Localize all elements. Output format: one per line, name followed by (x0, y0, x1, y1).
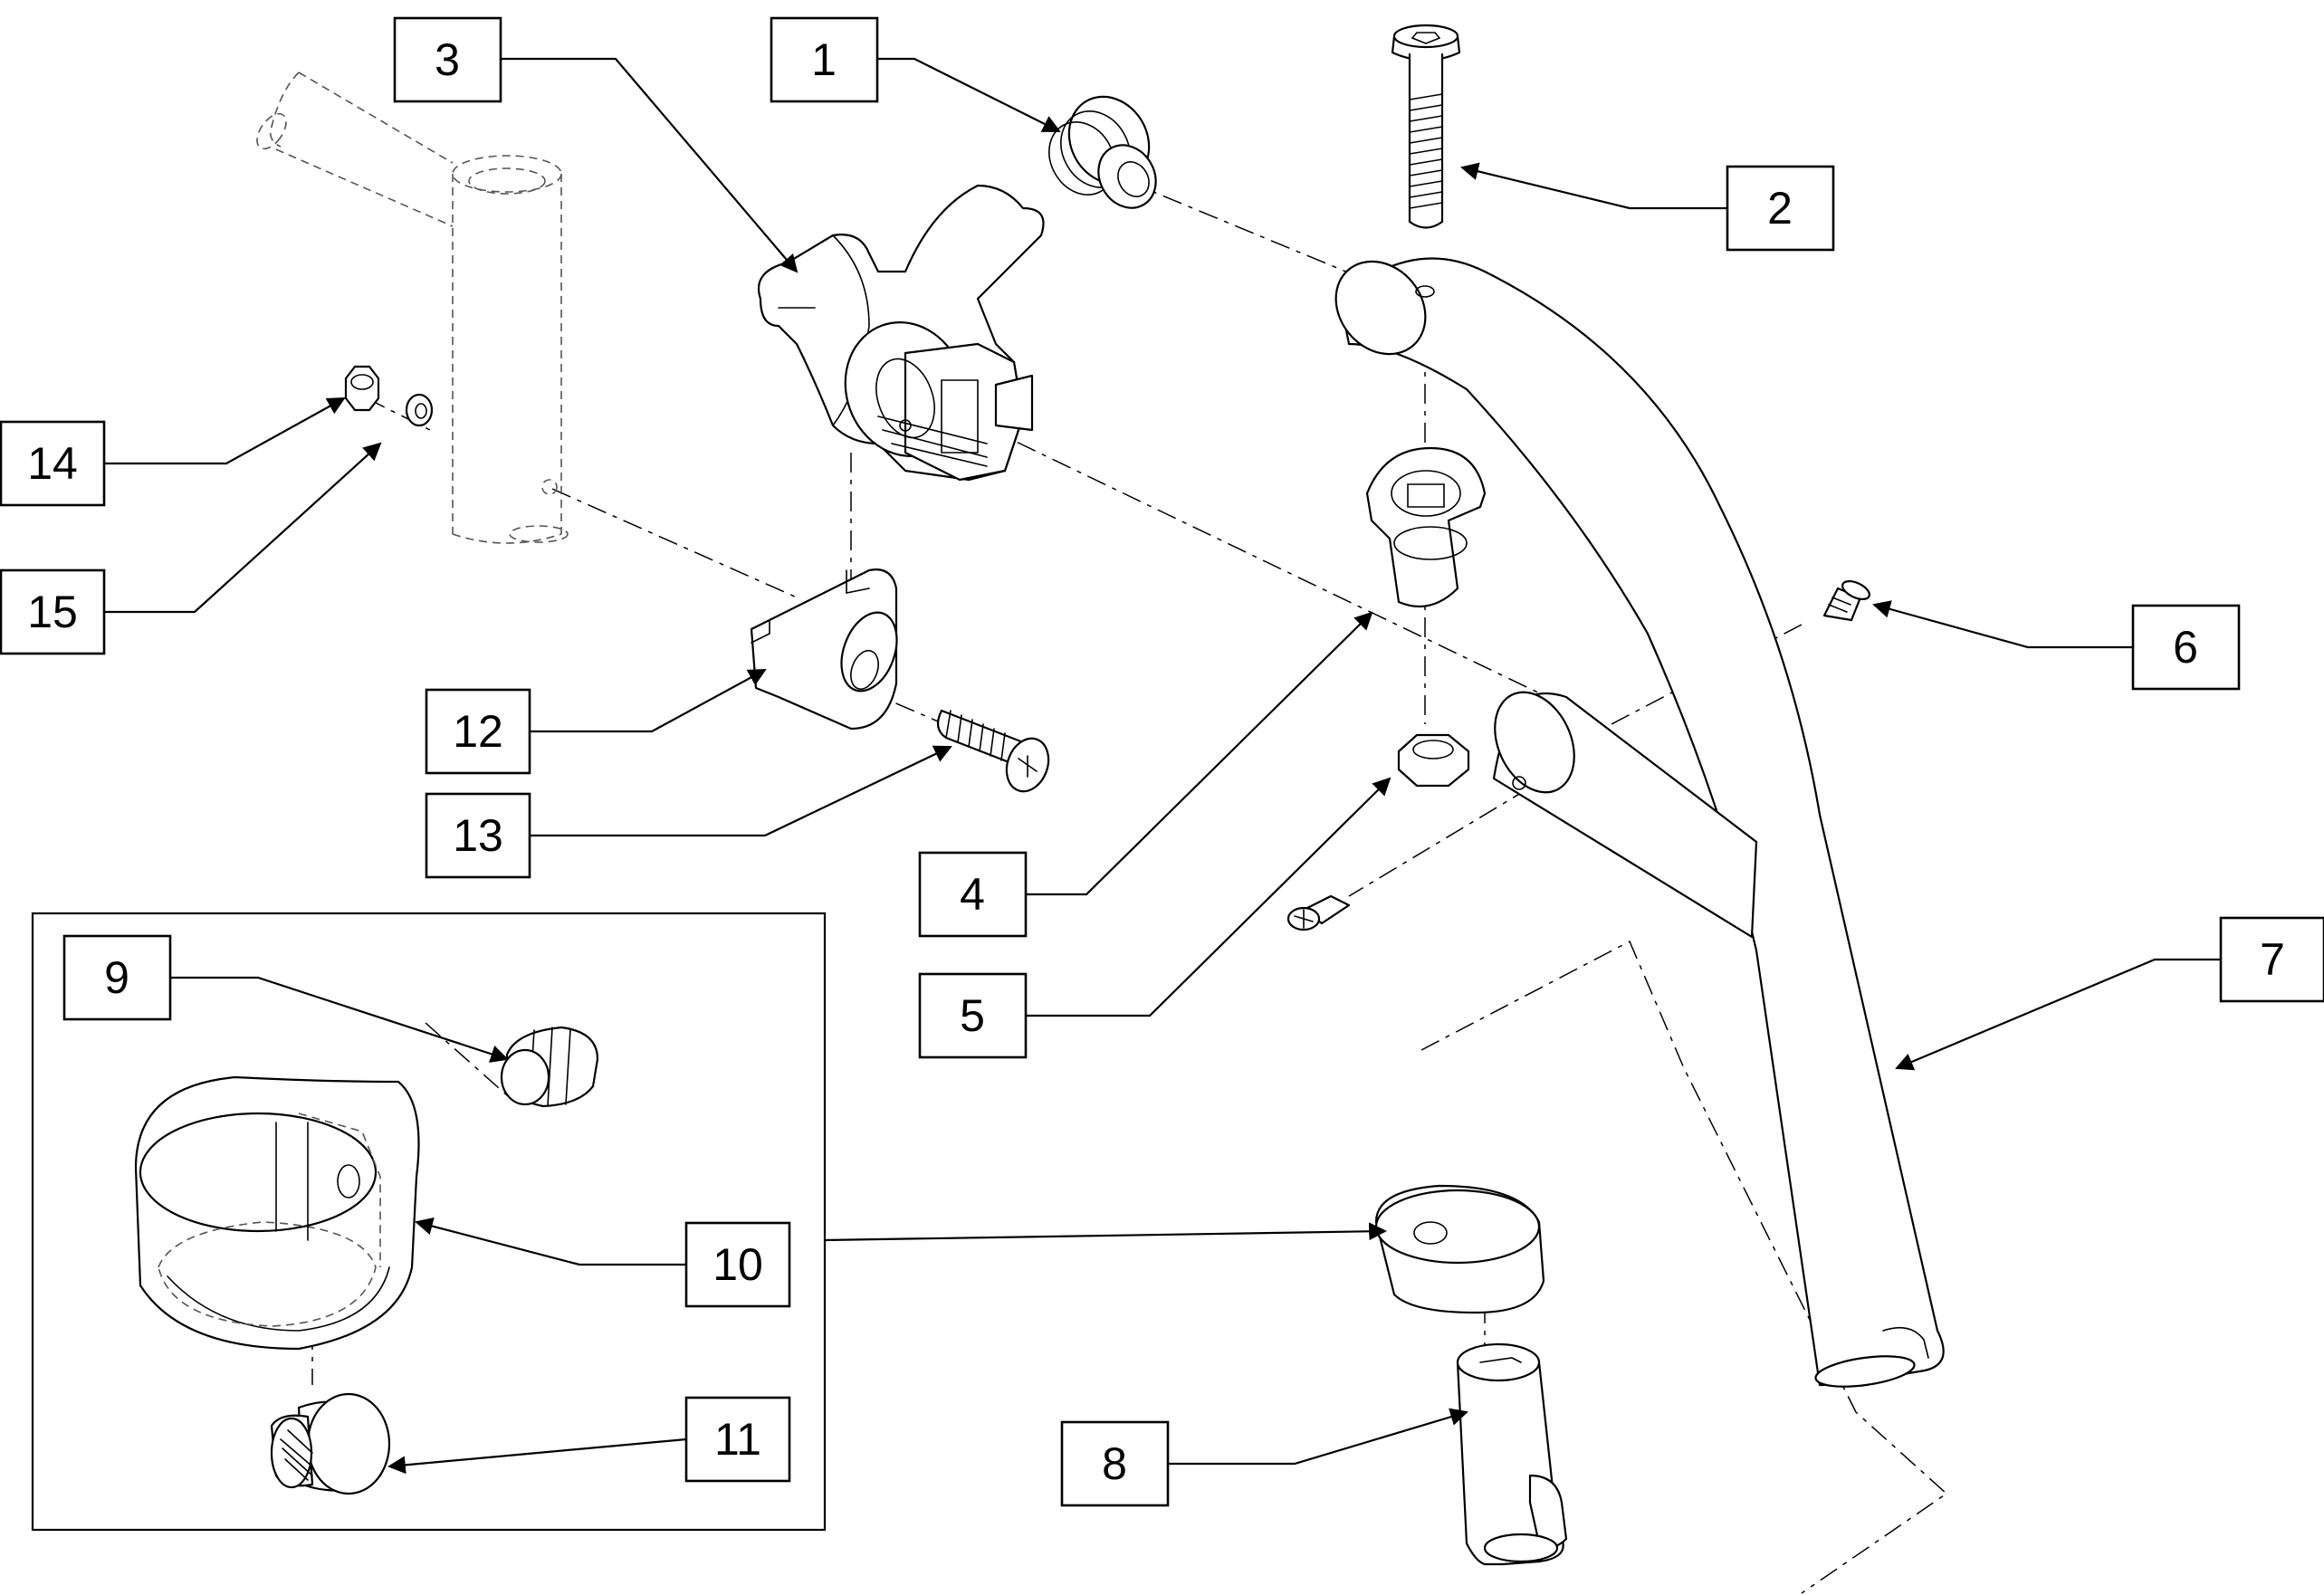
callout-label-3: 3 (435, 34, 460, 85)
cross-tube (1492, 691, 1758, 939)
bumper-part-9 (500, 1026, 599, 1108)
callout-label-14: 14 (27, 438, 78, 489)
leader-lines (104, 57, 2221, 1475)
cross-tube-screw (1286, 894, 1351, 931)
callout-2: 2 (1726, 165, 1835, 252)
callout-label-1: 1 (811, 34, 837, 85)
knob-part-11 (270, 1392, 391, 1495)
callout-12: 12 (425, 688, 531, 775)
callout-3: 3 (393, 16, 502, 103)
callout-label-11: 11 (714, 1414, 761, 1465)
callout-label-8: 8 (1102, 1438, 1127, 1489)
callout-label-5: 5 (960, 990, 985, 1041)
collar-right (1374, 1184, 1545, 1314)
nut-part-14 (344, 365, 380, 412)
lock-body-part-3 (757, 184, 1045, 482)
bolt-part-2 (1391, 24, 1461, 229)
collar-part-10 (134, 1075, 420, 1351)
callout-15: 15 (0, 568, 106, 655)
callout-label-4: 4 (960, 869, 985, 920)
callout-label-7: 7 (2260, 934, 2285, 985)
screw-part-13 (936, 709, 1050, 793)
callout-4: 4 (918, 851, 1028, 938)
callout-6: 6 (2131, 604, 2241, 691)
callout-9: 9 (62, 934, 172, 1021)
small-screw-part-6 (1822, 579, 1870, 622)
callout-8: 8 (1060, 1420, 1170, 1507)
callout-label-13: 13 (453, 810, 503, 861)
washer-part-15 (405, 393, 434, 427)
callout-label-9: 9 (104, 952, 129, 1003)
callout-label-2: 2 (1767, 183, 1793, 234)
hex-nut-part-5 (1397, 733, 1470, 788)
callout-10: 10 (684, 1221, 791, 1308)
callout-13: 13 (425, 792, 531, 879)
callout-label-10: 10 (713, 1239, 763, 1290)
clamp-block-part-12 (750, 568, 898, 731)
spacer-part-4 (1365, 446, 1487, 608)
callout-11: 11 (684, 1396, 791, 1483)
callout-label-6: 6 (2173, 622, 2198, 673)
callout-label-15: 15 (27, 587, 78, 637)
callout-14: 14 (0, 420, 106, 507)
bent-tube-part-7 (1334, 257, 1945, 1388)
detail-inset-frame (31, 912, 827, 1532)
frame-tube-ghost (256, 72, 569, 544)
bumper-part-1 (1048, 95, 1157, 209)
insert-part-8 (1456, 1342, 1568, 1566)
callout-7: 7 (2219, 916, 2324, 1003)
callout-1: 1 (770, 16, 879, 103)
callout-5: 5 (918, 972, 1028, 1059)
callout-label-12: 12 (453, 706, 503, 757)
